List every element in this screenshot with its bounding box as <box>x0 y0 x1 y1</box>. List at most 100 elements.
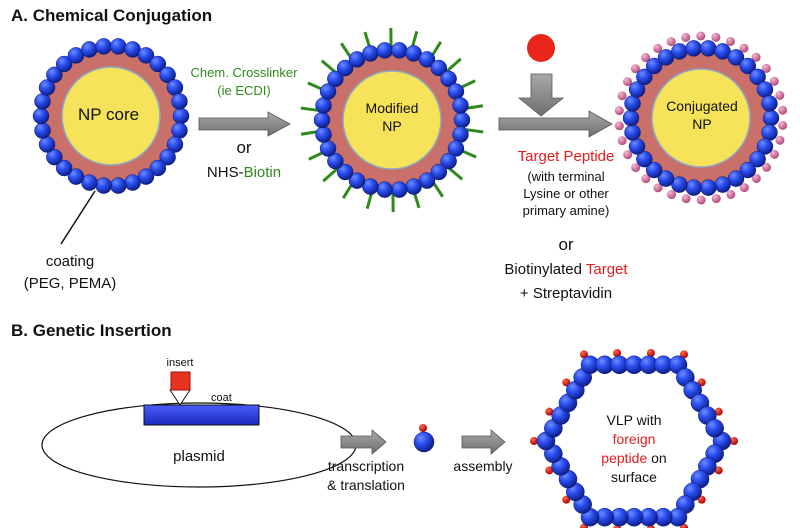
or-label-2: or <box>558 235 574 254</box>
coat-bead <box>440 70 457 88</box>
conjugated-peptide <box>653 183 663 193</box>
arrow-assembly <box>461 429 506 455</box>
coat-bead <box>348 172 366 189</box>
vlp-coat-bead <box>705 419 724 438</box>
arrow-to-conjugated <box>498 110 613 138</box>
coat-bead <box>685 179 702 196</box>
coat-bead <box>727 49 745 66</box>
modified-np-label-2: NP <box>382 118 402 134</box>
biotinylated-prefix: Biotinylated <box>504 261 586 278</box>
conjugated-peptide <box>711 194 721 204</box>
vlp-label-1: VLP with <box>606 412 662 428</box>
arrow-down-target <box>517 73 565 117</box>
coat-bead <box>391 42 408 59</box>
coat-bead <box>739 161 757 179</box>
coat-bead <box>55 55 73 73</box>
coating-beads <box>622 40 780 196</box>
nhs-biotin-label: NHS-Biotin <box>206 164 282 182</box>
coat-bead <box>172 107 190 125</box>
conjugated-peptide <box>614 106 624 116</box>
transcription-label-1: transcription <box>327 458 405 474</box>
coating-examples: (PEG, PEMA) <box>23 275 117 292</box>
coat-bead <box>166 136 184 153</box>
conjugated-np-particle <box>614 31 788 205</box>
vlp-label-3: peptide on <box>601 450 666 466</box>
plasmid-label: plasmid <box>173 448 225 465</box>
coat-bead <box>700 40 717 57</box>
coat-bead <box>447 83 465 100</box>
vlp-peptide <box>613 349 622 358</box>
conjugated-peptide <box>762 162 772 172</box>
coat-bead <box>645 57 663 75</box>
conjugated-peptide <box>751 173 761 183</box>
conjugated-peptide <box>666 37 676 47</box>
target-note-1: (with terminal <box>527 169 605 184</box>
conjugated-peptide <box>667 190 677 200</box>
conjugated-peptide <box>769 149 779 159</box>
conjugated-peptide <box>681 194 691 204</box>
conjugated-peptide <box>623 150 633 160</box>
nhs-biotin: Biotin <box>243 164 282 181</box>
coat-bead <box>440 152 457 170</box>
coating-pointer-line <box>60 190 96 245</box>
coat-bead <box>171 93 188 110</box>
np-core-particle <box>32 38 190 194</box>
nhs-prefix: NHS- <box>206 164 244 181</box>
conjugated-peptide <box>761 63 771 73</box>
conjugated-peptide <box>778 120 788 130</box>
vlp-peptide <box>730 437 738 445</box>
vlp-peptide <box>646 349 655 358</box>
coat-bead <box>110 177 127 194</box>
conjugated-peptide <box>696 195 706 205</box>
coat-bead <box>34 93 51 110</box>
coat-bead <box>137 47 155 64</box>
vlp-particle <box>530 349 738 528</box>
coat-bead <box>700 179 717 196</box>
coat-bead <box>55 159 73 177</box>
coat-bead <box>315 97 332 114</box>
coat-bead <box>159 66 176 84</box>
np-core <box>342 70 442 170</box>
target-note-3: primary amine) <box>522 203 610 218</box>
conjugated-np-label-2: NP <box>692 116 712 132</box>
vlp-foreign-peptides <box>530 349 738 528</box>
conjugated-peptide <box>778 105 788 115</box>
vlp-peptide <box>545 407 554 416</box>
coat-bead <box>149 159 167 177</box>
coat-protein-with-peptide <box>413 424 435 453</box>
coat-bead <box>81 41 98 58</box>
coat-bead <box>110 38 127 55</box>
conjugated-peptide <box>617 136 627 146</box>
biotinylated-target-label: Biotinylated Target <box>504 261 627 279</box>
coat-bead <box>376 181 393 198</box>
target-peptide-sphere <box>527 34 555 62</box>
coat-bead <box>762 109 780 127</box>
coat-bead <box>739 57 757 75</box>
np-core <box>61 66 161 166</box>
conjugated-peptide <box>739 43 749 53</box>
coat-bead <box>685 40 702 57</box>
coat-bead <box>149 55 167 73</box>
conjugated-peptide <box>726 189 736 199</box>
conjugated-peptide <box>641 174 651 184</box>
coat-bead <box>38 79 56 96</box>
or-label-1: or <box>236 138 252 157</box>
coat-bead <box>327 152 344 170</box>
vlp-coat-proteins <box>536 355 732 527</box>
coat-bead <box>391 181 408 198</box>
modified-np-label-1: Modified <box>365 100 419 116</box>
coat-bead <box>628 138 646 155</box>
coat-bead <box>159 148 176 166</box>
coat-bead <box>624 124 641 141</box>
coat-bead <box>756 81 774 98</box>
coat-bead <box>628 81 646 98</box>
vlp-peptide <box>714 407 723 416</box>
arrow-transcription <box>340 429 387 455</box>
coat-bead <box>171 122 188 139</box>
coat-bead <box>95 38 112 55</box>
conjugated-peptide <box>739 183 749 193</box>
coat-bead <box>315 126 332 143</box>
vlp-label-2: foreign <box>612 431 656 447</box>
coat-label: coat <box>211 392 232 404</box>
